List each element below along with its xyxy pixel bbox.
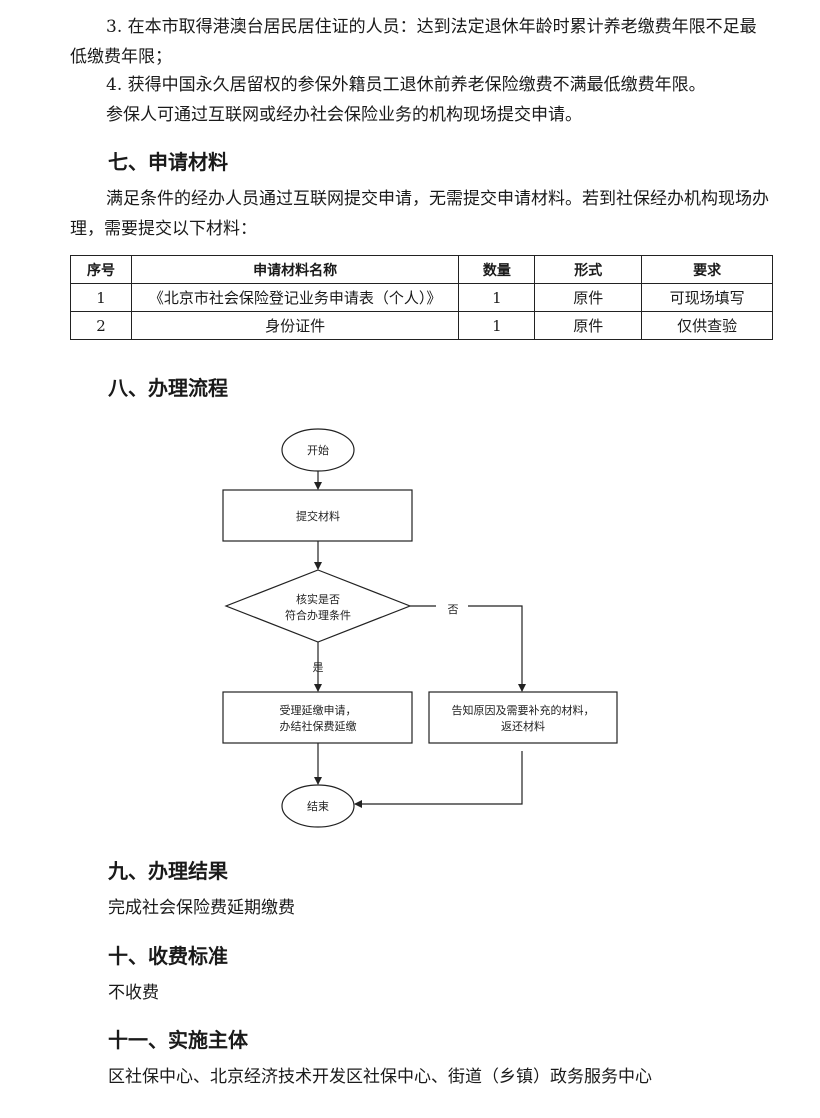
flow-no-label: 否: [448, 603, 459, 616]
flow-accept-label-1: 受理延缴申请，: [280, 703, 357, 717]
table-cell: 《北京市社会保险登记业务申请表（个人）》: [130, 283, 460, 312]
col-header-quantity: 数量: [458, 255, 536, 284]
flow-decision-diamond: [224, 569, 412, 643]
table-cell: 身份证件: [130, 311, 460, 340]
flow-submit-label: 提交材料: [296, 509, 340, 523]
section-11-heading: 十一、实施主体: [108, 1028, 248, 1052]
condition-item-4: 4. 获得中国永久居留权的参保外籍员工退休前养老保险缴费不满最低缴费年限。: [106, 75, 706, 95]
table-row: 1 《北京市社会保险登记业务申请表（个人）》 1 原件 可现场填写: [70, 283, 773, 312]
table-cell: 1: [70, 283, 132, 312]
table-row: 2 身份证件 1 原件 仅供查验: [70, 311, 773, 340]
section-10-text: 不收费: [108, 983, 159, 1003]
table-cell: 原件: [534, 311, 643, 340]
table-cell: 2: [70, 311, 132, 340]
flow-end-label: 结束: [307, 800, 329, 813]
section-11-text: 区社保中心、北京经济技术开发区社保中心、街道（乡镇）政务服务中心: [108, 1067, 652, 1087]
flow-accept-label-2: 办结社保费延缴: [280, 719, 357, 733]
table-cell: 1: [458, 283, 536, 312]
flow-reject-label-2: 返还材料: [501, 719, 545, 733]
flow-decision-label-1: 核实是否: [296, 592, 340, 606]
flow-start-label: 开始: [307, 443, 329, 457]
col-header-material-name: 申请材料名称: [130, 255, 460, 284]
section-9-heading: 九、办理结果: [108, 859, 228, 883]
flow-decision-label-2: 符合办理条件: [285, 608, 351, 622]
flow-reject-box: [428, 691, 618, 744]
table-cell: 1: [458, 311, 536, 340]
flow-arrow-decision-reject: [468, 605, 526, 692]
col-header-form: 形式: [534, 255, 643, 284]
section-7-heading: 七、申请材料: [108, 150, 228, 174]
section-7-intro: 满足条件的经办人员通过互联网提交申请，无需提交申请材料。若到社保经办机构现场办理…: [70, 189, 769, 239]
section-10-heading: 十、收费标准: [108, 944, 228, 968]
flow-yes-label: 是: [313, 661, 324, 674]
section-8-heading: 八、办理流程: [108, 376, 228, 400]
table-cell: 仅供查验: [641, 311, 773, 340]
section-9-text: 完成社会保险费延期缴费: [108, 898, 295, 918]
submit-note: 参保人可通过互联网或经办社会保险业务的机构现场提交申请。: [106, 105, 582, 125]
table-cell: 原件: [534, 283, 643, 312]
table-cell: 可现场填写: [641, 283, 773, 312]
flow-arrow-reject-end: [354, 751, 523, 808]
flow-reject-label-1: 告知原因及需要补充的材料，: [452, 703, 595, 717]
flow-accept-box: [222, 691, 413, 744]
materials-table: 序号 申请材料名称 数量 形式 要求 1 《北京市社会保险登记业务申请表（个人）…: [70, 255, 773, 340]
condition-item-3: 3. 在本市取得港澳台居民居住证的人员：达到法定退休年龄时累计养老缴费年限不足最…: [70, 17, 757, 67]
